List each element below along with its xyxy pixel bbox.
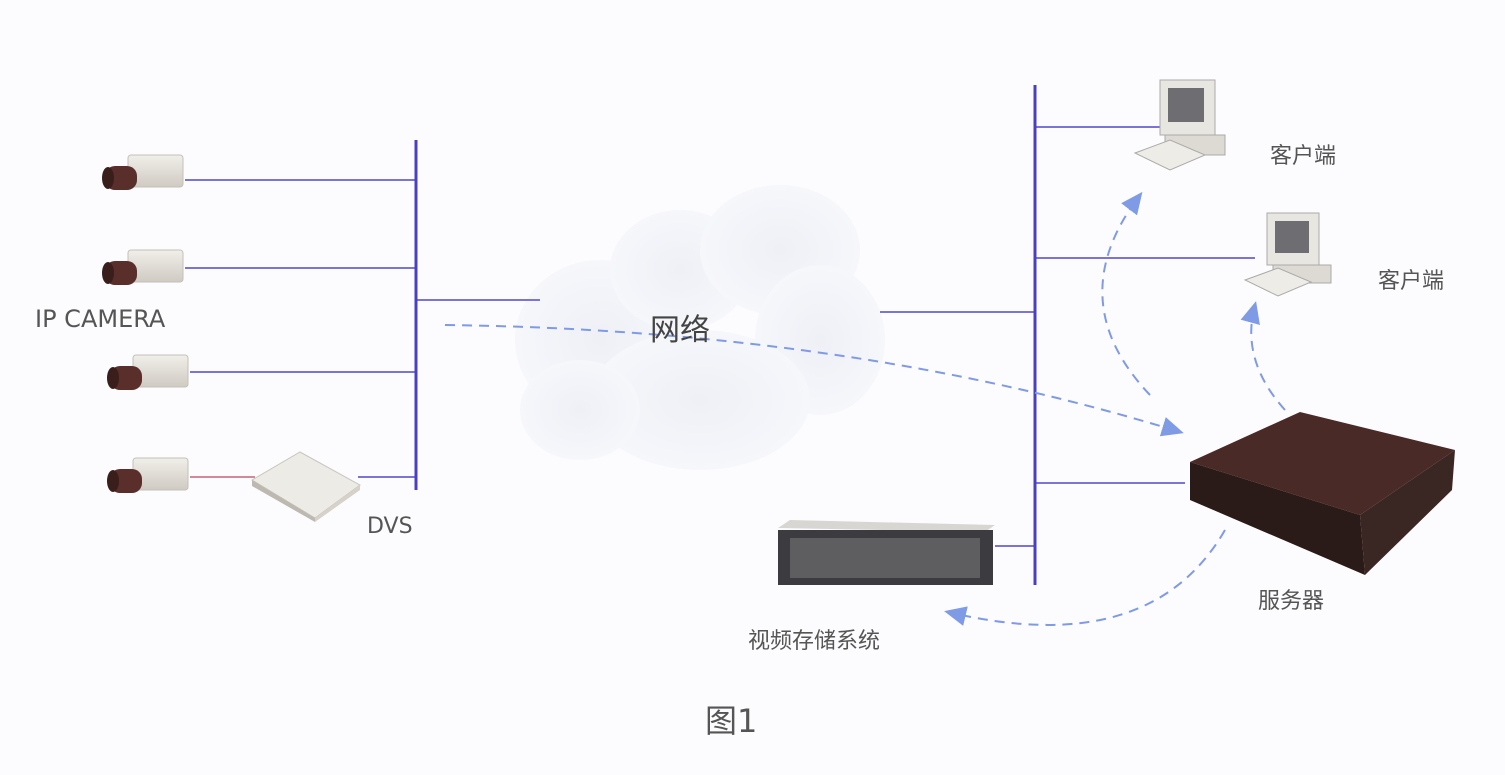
- dvs-label: DVS: [367, 514, 413, 539]
- dvs-device: [251, 451, 361, 522]
- storage-device: [778, 520, 995, 585]
- network-cloud: [515, 185, 885, 470]
- ip-camera-2: [102, 249, 184, 285]
- network-label: 网络: [650, 313, 710, 348]
- client-pc-1: [1133, 79, 1226, 171]
- ip-camera-label: IP CAMERA: [35, 305, 166, 333]
- ip-camera-4: [107, 457, 189, 493]
- data-flow-arrows: [444, 191, 1286, 626]
- storage-label: 视频存储系统: [748, 629, 880, 654]
- left-links: [185, 179, 540, 478]
- client-pc-2: [1243, 212, 1332, 297]
- ip-camera-3: [107, 354, 189, 390]
- right-links: [880, 126, 1255, 547]
- ip-camera-1: [102, 154, 184, 190]
- server-label: 服务器: [1258, 589, 1324, 614]
- figure-caption: 图1: [705, 702, 757, 740]
- server-device: [1190, 412, 1455, 575]
- client-1-label: 客户端: [1270, 144, 1336, 169]
- client-2-label: 客户端: [1378, 269, 1444, 294]
